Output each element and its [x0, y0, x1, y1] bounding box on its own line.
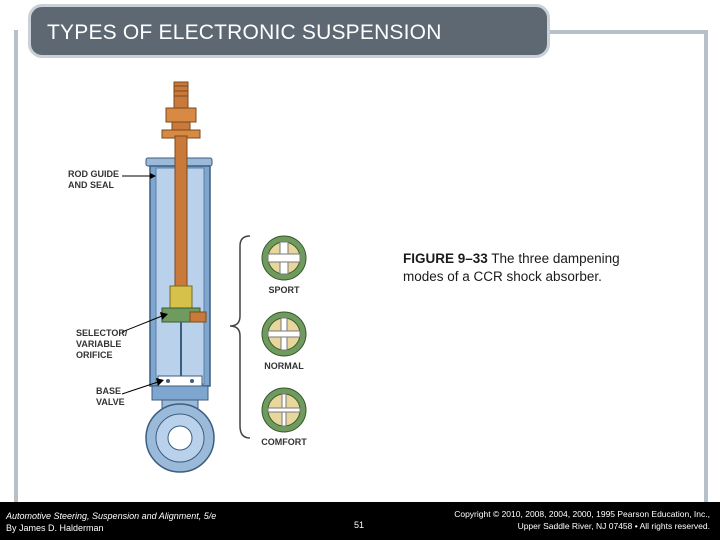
footer-copyright: Copyright © 2010, 2008, 2004, 2000, 1995… [454, 508, 710, 532]
footer-copyright-line2: Upper Saddle River, NJ 07458 • All right… [517, 521, 710, 531]
label-rod-guide-1: ROD GUIDE [68, 169, 119, 179]
mode-brace [229, 235, 251, 439]
label-normal: NORMAL [264, 361, 304, 371]
slide-footer: Automotive Steering, Suspension and Alig… [0, 502, 720, 540]
rod-top-hardware [161, 81, 201, 139]
figure-caption: FIGURE 9–33 The three dampening modes of… [403, 250, 653, 286]
lower-mount-eye [145, 403, 215, 473]
label-base-2: VALVE [96, 397, 125, 407]
label-selector-3: ORIFICE [76, 350, 113, 360]
frame-left-line [14, 30, 18, 502]
frame-right-line [704, 30, 708, 502]
sport-valve-icon [261, 235, 307, 281]
frame-top-line [530, 30, 708, 34]
label-comfort: COMFORT [261, 437, 307, 447]
footer-copyright-line1: Copyright © 2010, 2008, 2004, 2000, 1995… [454, 509, 710, 519]
label-sport: SPORT [268, 285, 300, 295]
base-valve-arrow [121, 381, 159, 395]
normal-valve-icon [261, 311, 307, 357]
piston-rod [174, 135, 188, 307]
base-valve [157, 375, 203, 387]
footer-page-number: 51 [354, 520, 365, 530]
label-selector-2: VARIABLE [76, 339, 121, 349]
footer-author: By James D. Halderman [6, 523, 104, 533]
figure-number: FIGURE 9–33 [403, 251, 488, 266]
label-rod-guide-2: AND SEAL [68, 180, 115, 190]
selector-arrow [121, 315, 163, 333]
footer-book-title: Automotive Steering, Suspension and Alig… [6, 511, 217, 521]
label-selector-1: SELECTOR/ [76, 328, 128, 338]
comfort-valve-icon [261, 387, 307, 433]
shock-absorber-diagram: ROD GUIDE AND SEAL SELECTOR/ VARIABLE OR… [68, 81, 307, 473]
label-base-1: BASE [96, 386, 121, 396]
footer-book-info: Automotive Steering, Suspension and Alig… [6, 510, 216, 534]
slide-title: TYPES OF ELECTRONIC SUSPENSION [47, 21, 442, 44]
figure-caption-text: The three dampening modes of a CCR shock… [403, 251, 620, 284]
slide-title-bar: TYPES OF ELECTRONIC SUSPENSION [28, 4, 550, 58]
